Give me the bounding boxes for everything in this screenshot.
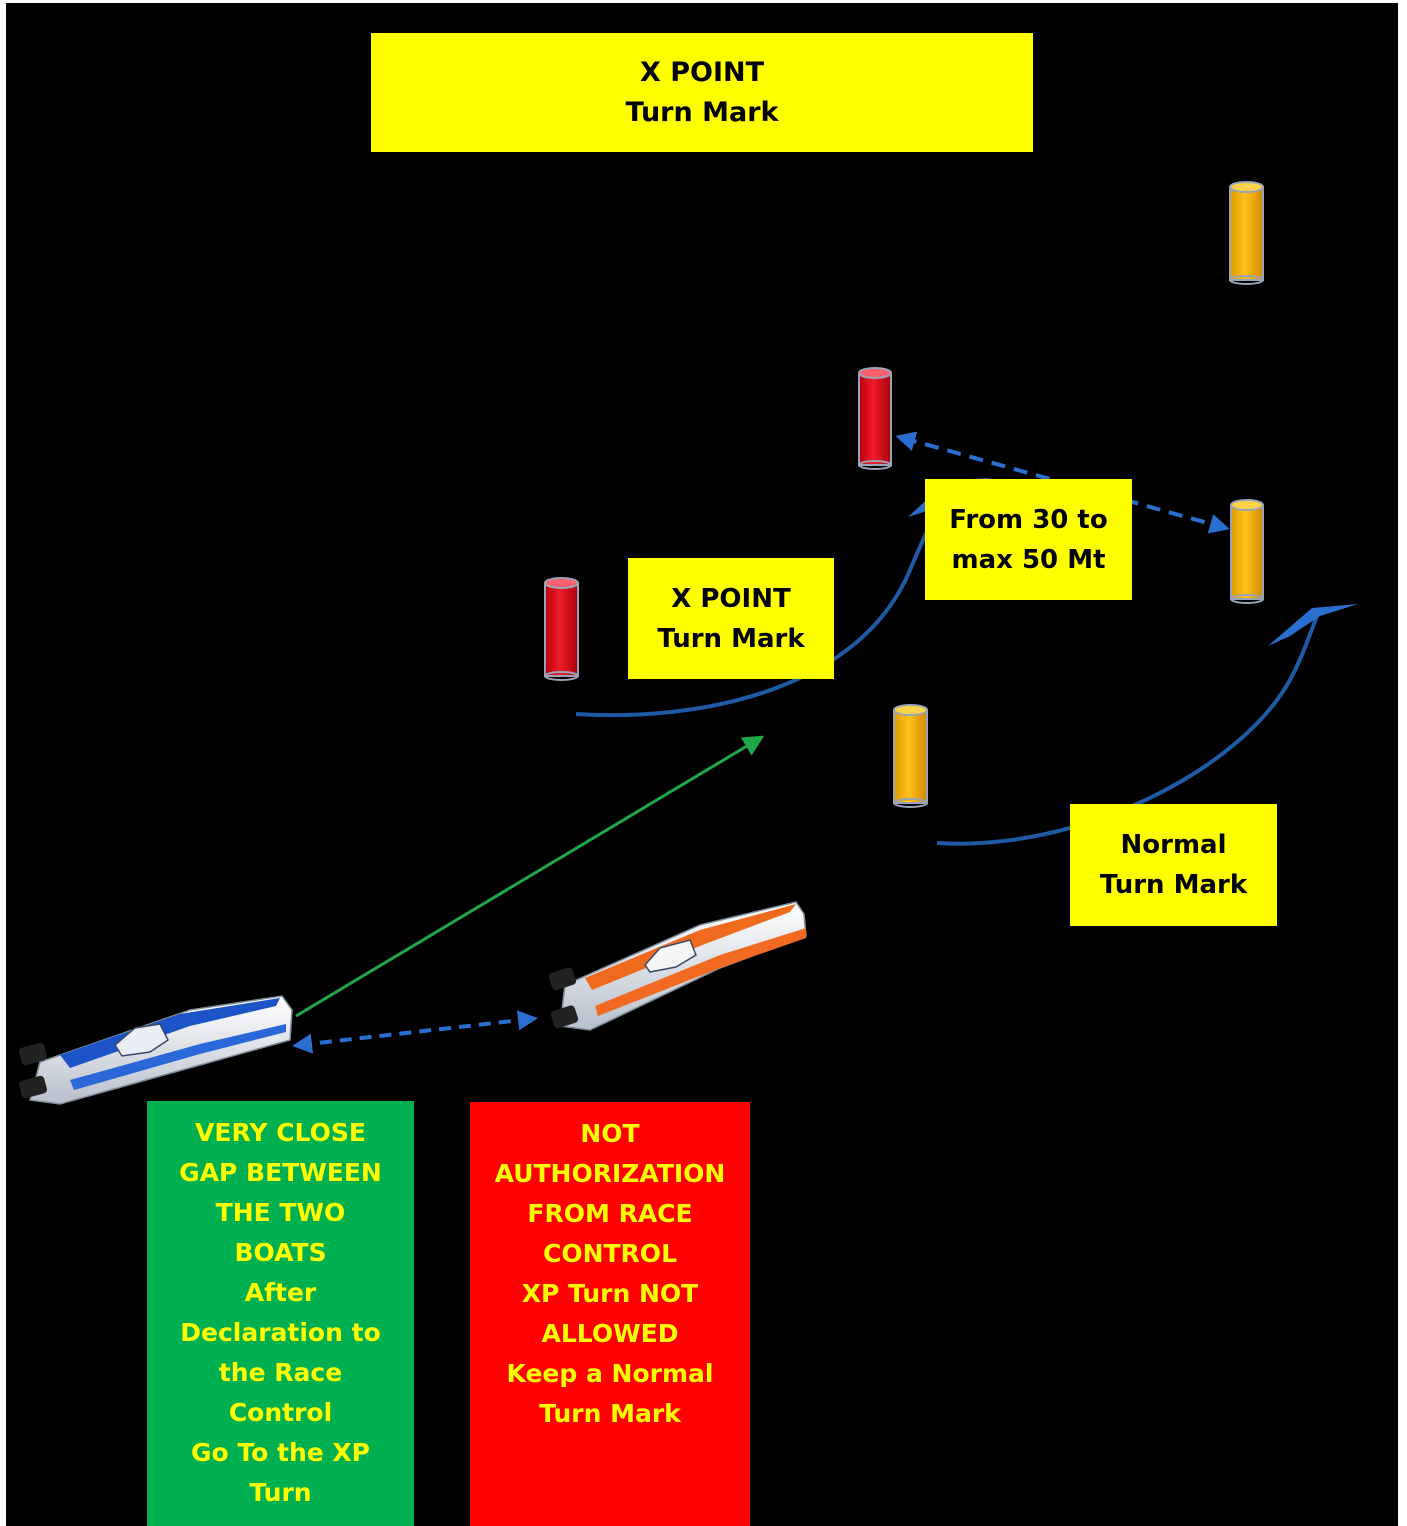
not-authorized-info-box: NOT AUTHORIZATION FROM RACE CONTROL XP T… xyxy=(470,1102,750,1526)
red-line: AUTHORIZATION xyxy=(494,1159,726,1188)
distance-label: From 30 to max 50 Mt xyxy=(925,479,1132,600)
green-line: VERY CLOSE xyxy=(195,1118,366,1147)
green-line: Declaration to xyxy=(180,1318,381,1347)
red-line: CONTROL xyxy=(542,1239,677,1268)
gap-arrow xyxy=(292,1010,538,1054)
orange-buoy-right xyxy=(1230,499,1264,604)
green-line: the Race xyxy=(218,1358,343,1387)
normal-turn-path xyxy=(936,613,1320,846)
red-line: FROM RACE xyxy=(527,1199,693,1228)
authorized-info-box: VERY CLOSE GAP BETWEEN THE TWO BOATS Aft… xyxy=(147,1101,414,1526)
green-line: THE TWO xyxy=(215,1198,346,1227)
blue-powerboat-icon xyxy=(19,995,293,1105)
distance-line-1: From 30 to xyxy=(949,504,1108,535)
go-xp-arrow xyxy=(295,735,765,1018)
orange-powerboat-icon xyxy=(548,901,807,1031)
red-line: XP Turn NOT xyxy=(521,1279,699,1308)
xpoint-turn-mark-label: X POINT Turn Mark xyxy=(628,558,834,679)
title-xpoint-label: X POINT Turn Mark xyxy=(371,33,1033,152)
normal-line-1: Normal xyxy=(1120,830,1227,860)
orange-buoy-lower xyxy=(893,704,928,808)
green-line: Go To the XP xyxy=(190,1438,371,1467)
normal-line-2: Turn Mark xyxy=(1099,870,1248,900)
green-line: GAP BETWEEN xyxy=(179,1158,382,1187)
red-buoy-upper xyxy=(858,367,892,470)
green-line: After xyxy=(244,1278,317,1307)
orange-buoy-top xyxy=(1229,181,1264,285)
normal-turn-mark-label: Normal Turn Mark xyxy=(1070,804,1277,926)
red-line: Turn Mark xyxy=(539,1399,681,1428)
red-buoy-left xyxy=(544,577,579,681)
green-line: Turn xyxy=(249,1478,312,1507)
green-line: Control xyxy=(228,1398,333,1427)
green-line: BOATS xyxy=(234,1238,327,1267)
red-line: Keep a Normal xyxy=(506,1359,714,1388)
distance-line-2: max 50 Mt xyxy=(951,544,1106,575)
xpoint-line-2: Turn Mark xyxy=(657,623,805,654)
title-line-2: Turn Mark xyxy=(625,96,779,128)
xpoint-line-1: X POINT xyxy=(671,583,791,614)
normal-turn-arrowhead xyxy=(1268,604,1358,646)
title-line-1: X POINT xyxy=(639,56,765,88)
red-line: ALLOWED xyxy=(541,1319,679,1348)
red-line: NOT xyxy=(580,1119,640,1148)
